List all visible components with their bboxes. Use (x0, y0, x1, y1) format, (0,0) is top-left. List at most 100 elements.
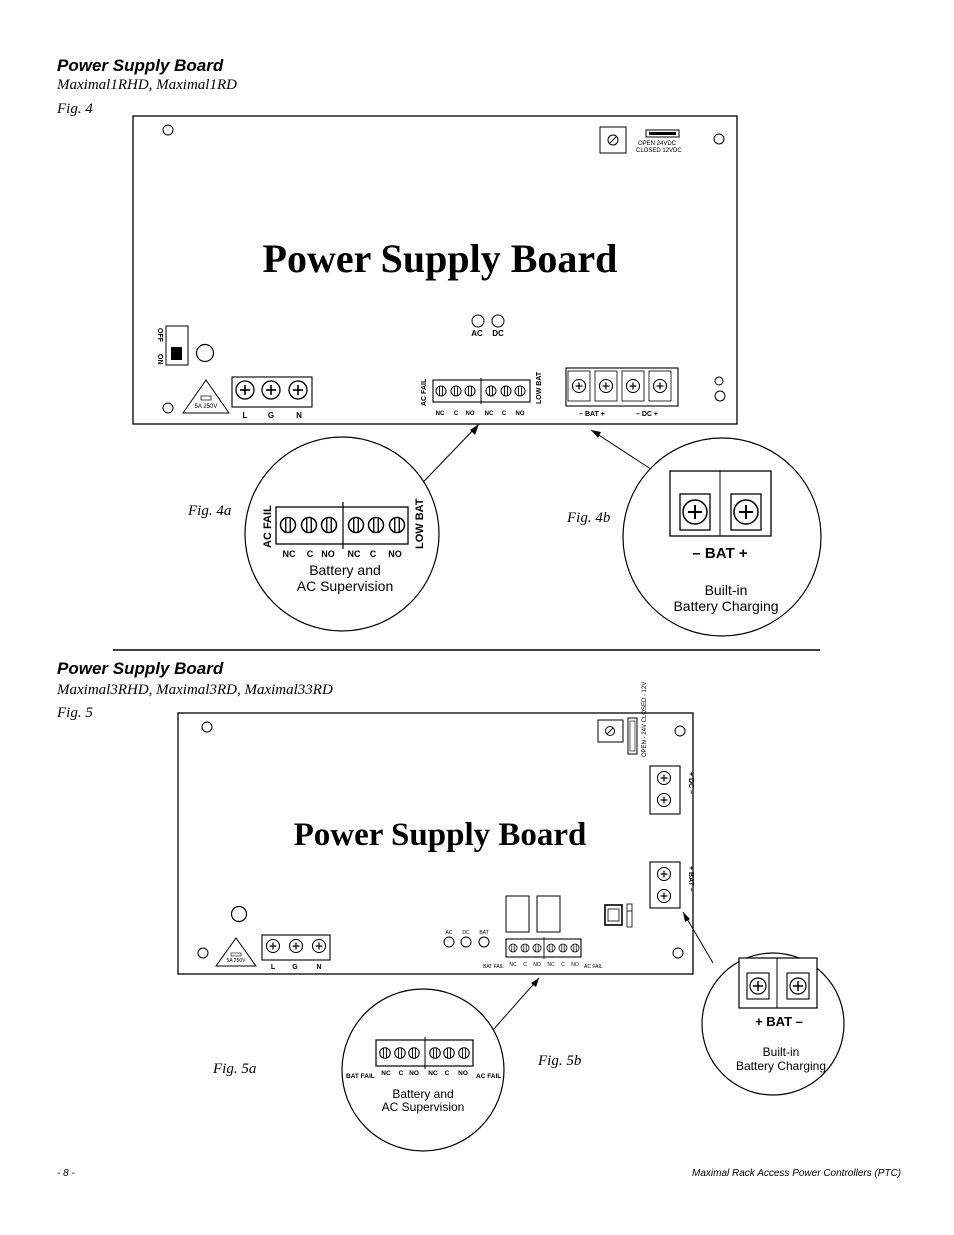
fuse-rating: 5A 250V (227, 958, 247, 964)
bat-fail-label: BAT FAIL (483, 964, 504, 970)
fig4a-relay-block (275, 506, 409, 545)
mount-hole (713, 133, 725, 145)
fig4a-term: C (307, 549, 314, 559)
mount-hole (162, 124, 174, 136)
led-label-ac: AC (446, 930, 453, 936)
fig5a-term: C (445, 1070, 450, 1077)
fig5a-bat-fail-label: BAT FAIL (346, 1073, 375, 1080)
relay-term: NC (436, 411, 445, 417)
fig4a-term: C (370, 549, 377, 559)
mount-hole (714, 376, 724, 386)
fig-5a-label: Fig. 5a (213, 1061, 257, 1077)
ac-term-l: L (271, 964, 276, 971)
fig4a-term: NO (321, 549, 335, 559)
dc-led (460, 936, 472, 948)
section1-fig-label: Fig. 4 (57, 101, 93, 117)
fig4b-caption-line2: Battery Charging (673, 598, 778, 614)
ac-term-l: L (243, 411, 248, 420)
relay-term: C (523, 962, 527, 968)
relay-term: NO (571, 962, 579, 968)
relay-term: C (502, 411, 507, 417)
section2-fig-label: Fig. 5 (57, 705, 93, 721)
relay-term: C (561, 962, 565, 968)
fuse-warning-triangle (215, 937, 257, 967)
mount-hole (201, 721, 213, 733)
low-bat-label: LOW BAT (536, 371, 543, 404)
bat-led (478, 936, 490, 948)
mount-hole (714, 390, 726, 402)
fig4a-callout: AC FAIL LOW BAT NC C NO NC C NO Battery … (244, 436, 440, 632)
jumper-label-bottom: CLOSED 12VDC (636, 148, 682, 154)
fig4a-term: NC (348, 549, 361, 559)
fig5a-caption-line2: AC Supervision (382, 1100, 465, 1114)
relay-term: NO (466, 411, 475, 417)
fig4a-caption-line1: Battery and (309, 562, 381, 578)
jumper-label-top: OPEN 24VDC (638, 141, 677, 147)
fig-4a-label: Fig. 4a (188, 503, 232, 519)
relay-term: C (454, 411, 459, 417)
led-label-dc: DC (462, 930, 470, 936)
fig5a-term: NO (409, 1070, 419, 1077)
ac-led (443, 936, 455, 948)
section2-models: Maximal3RHD, Maximal3RD, Maximal33RD (57, 682, 333, 698)
fig5b-caption-line1: Built-in (763, 1045, 800, 1059)
mount-hole (674, 725, 686, 737)
fig5b-bat-label: + BAT – (755, 1014, 803, 1029)
arrow-head (683, 912, 690, 922)
switch-off-label: OFF (156, 328, 163, 343)
fig4a-term: NO (388, 549, 402, 559)
fig5a-circle (341, 988, 505, 1152)
fig4-board: OPEN 24VDC CLOSED 12VDC Power Supply Boa… (132, 115, 738, 425)
ac-led (471, 314, 485, 328)
section2-heading: Power Supply Board (57, 659, 224, 678)
fig4a-term: NC (283, 549, 296, 559)
relay-term: NC (547, 962, 555, 968)
section1-heading: Power Supply Board (57, 56, 224, 75)
arrow-head (470, 424, 479, 435)
relay (536, 895, 561, 933)
diode (626, 903, 633, 928)
fuse-rating: 5A 250V (195, 404, 218, 410)
switch-on-label: ON (156, 354, 163, 365)
mount-hole (197, 947, 209, 959)
jumper-label: OPEN - 24V CLOSED - 12V (642, 682, 648, 757)
fig5a-term: NC (381, 1070, 391, 1077)
ac-fail-label: AC FAIL (421, 378, 428, 406)
relay-term: NC (509, 962, 517, 968)
section1-models: Maximal1RHD, Maximal1RD (57, 77, 237, 93)
fig5b-caption-line2: Battery Charging (736, 1059, 826, 1073)
led-label-dc: DC (492, 329, 504, 338)
page-number: - 8 - (57, 1168, 75, 1179)
fig4b-callout: – BAT + Built-in Battery Charging (622, 437, 822, 637)
arrow-head (531, 978, 539, 987)
ac-term-n: N (316, 964, 321, 971)
fig5a-ac-fail-label: AC FAIL (476, 1073, 501, 1080)
fig4a-ac-fail-label: AC FAIL (262, 505, 274, 548)
dc-terminals-label: – DC + (636, 411, 658, 418)
relay (505, 895, 530, 933)
fig5a-term: NC (428, 1070, 438, 1077)
fig5a-callout: NC C NO NC C NO BAT FAIL AC FAIL Battery… (341, 988, 505, 1152)
fig5a-term: NO (458, 1070, 468, 1077)
arrow-head (591, 430, 601, 438)
fig5-board-outline (177, 712, 694, 975)
fig5b-callout: + BAT – Built-in Battery Charging (701, 952, 845, 1096)
relay-term: NO (516, 411, 525, 417)
fig5-board: OPEN - 24V CLOSED - 12V Power Supply Boa… (177, 682, 694, 975)
bat-side-label: + BAT – (687, 866, 694, 892)
ac-term-g: G (268, 411, 274, 420)
leader-line-5a (492, 977, 540, 1031)
mount-hole (672, 947, 684, 959)
leader-line-5b (682, 911, 714, 964)
board-circle (195, 343, 215, 363)
mount-hole (162, 402, 174, 414)
ac-term-g: G (292, 964, 298, 971)
fig4b-bat-label: – BAT + (692, 545, 747, 562)
led-label-ac: AC (471, 329, 483, 338)
relay-term: NC (485, 411, 494, 417)
fig4-board-title: Power Supply Board (263, 236, 618, 281)
bat-terminals-label: – BAT + (579, 411, 605, 418)
fig-5b-label: Fig. 5b (538, 1053, 582, 1069)
dc-side-label: + DC – (687, 772, 694, 794)
